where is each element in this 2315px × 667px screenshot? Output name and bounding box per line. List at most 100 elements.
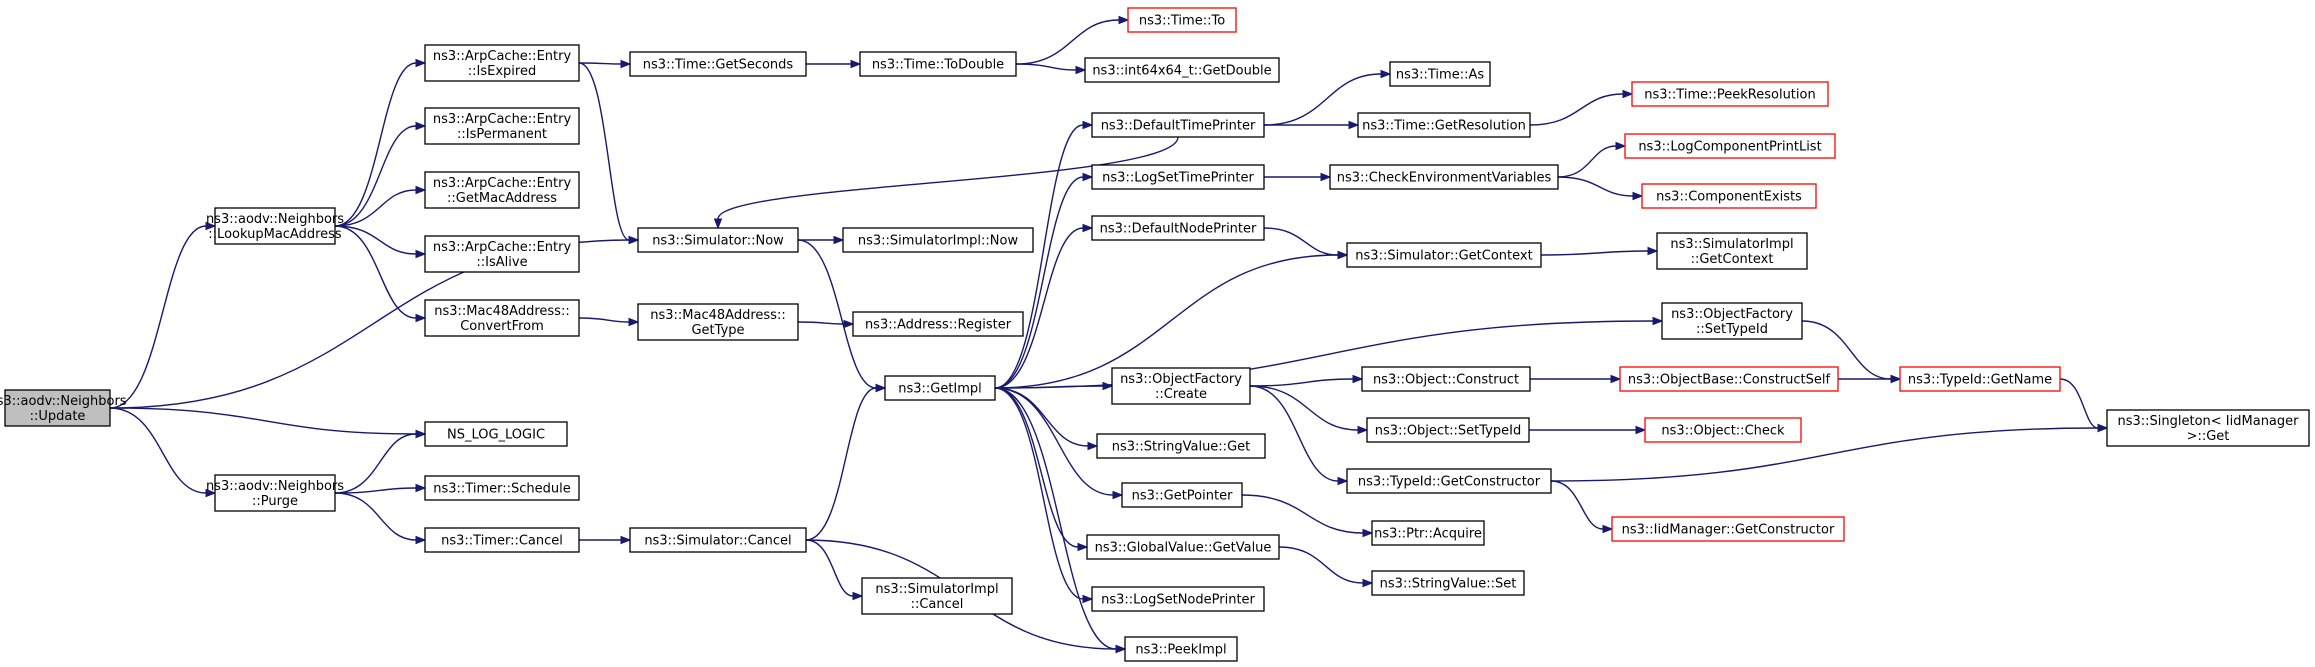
node-sim-cancel[interactable]: ns3::Simulator::Cancel	[629, 527, 807, 553]
node-timer-schedule[interactable]: ns3::Timer::Schedule	[424, 475, 580, 501]
node-mac48-gettype[interactable]: ns3::Mac48Address::GetType	[637, 303, 799, 341]
node-ns-log-logic[interactable]: NS_LOG_LOGIC	[424, 421, 568, 447]
node-label: ns3::ObjectFactory	[1671, 307, 1793, 322]
edge-default_time_printer-to-time_getresolution	[1264, 120, 1360, 130]
edges-layer	[109, 15, 2109, 654]
node-timer-cancel[interactable]: ns3::Timer::Cancel	[424, 527, 580, 553]
node-label: ns3::ArpCache::Entry	[433, 112, 572, 127]
node-object-settypeid[interactable]: ns3::Object::SetTypeId	[1366, 417, 1530, 443]
edge-check_env_vars-to-component_exists	[1557, 176, 1644, 201]
edge-purge-to-timer_cancel	[334, 492, 427, 545]
node-label: ns3::Object::SetTypeId	[1375, 424, 1521, 439]
edge-typeid_getname-to-singleton_get	[2059, 378, 2109, 433]
node-stringvalue-get[interactable]: ns3::StringValue::Get	[1096, 433, 1266, 459]
node-isexpired[interactable]: ns3::ArpCache::Entry::IsExpired	[424, 44, 580, 82]
node-label: ns3::Object::Check	[1661, 424, 1785, 439]
node-log-set-time-printer[interactable]: ns3::LogSetTimePrinter	[1091, 164, 1265, 190]
node-label: >::Get	[2187, 429, 2230, 444]
node-singleton-get[interactable]: ns3::Singleton< IidManager >::Get	[2106, 409, 2310, 447]
node-label: ns3::ArpCache::Entry	[433, 176, 572, 191]
node-log-set-node-printer[interactable]: ns3::LogSetNodePrinter	[1091, 586, 1265, 612]
edge-getimpl-to-log_set_node_printer	[994, 387, 1094, 604]
edge-sim_now-to-simimpl_now	[798, 235, 845, 245]
node-label: ns3::Time::To	[1139, 14, 1225, 29]
node-stringvalue-set[interactable]: ns3::StringValue::Set	[1371, 570, 1525, 596]
node-label: ns3::ComponentExists	[1656, 190, 1802, 205]
edge-sim_getcontext-to-simimpl_getcontext	[1540, 246, 1659, 256]
node-component-exists[interactable]: ns3::ComponentExists	[1641, 183, 1817, 209]
edge-lookup-to-convertfrom	[334, 225, 427, 323]
node-ptr-acquire[interactable]: ns3::Ptr::Acquire	[1371, 520, 1485, 546]
node-objectbase-constructself[interactable]: ns3::ObjectBase::ConstructSelf	[1619, 366, 1839, 392]
node-label: ns3::Address::Register	[865, 318, 1012, 333]
node-convertfrom[interactable]: ns3::Mac48Address::ConvertFrom	[424, 299, 580, 337]
node-check-env-vars[interactable]: ns3::CheckEnvironmentVariables	[1329, 164, 1559, 190]
node-getmacaddress[interactable]: ns3::ArpCache::Entry::GetMacAddress	[424, 171, 580, 209]
node-lookup[interactable]: ns3::aodv::Neighbors::LookupMacAddress	[206, 207, 344, 245]
node-objfactory-settypeid[interactable]: ns3::ObjectFactory::SetTypeId	[1661, 302, 1803, 340]
node-time-as[interactable]: ns3::Time::As	[1389, 61, 1491, 87]
node-label: ns3::StringValue::Get	[1112, 440, 1250, 455]
edge-time_getresolution-to-time_peekresolution	[1529, 89, 1634, 126]
edge-timer_cancel-to-sim_cancel	[579, 535, 632, 545]
node-object-construct[interactable]: ns3::Object::Construct	[1361, 366, 1531, 392]
node-label: ::IsExpired	[468, 64, 536, 79]
node-todouble[interactable]: ns3::Time::ToDouble	[859, 51, 1017, 77]
edge-getpointer-to-ptr_acquire	[1241, 494, 1374, 538]
node-default-time-printer[interactable]: ns3::DefaultTimePrinter	[1091, 112, 1265, 138]
node-sim-getcontext[interactable]: ns3::Simulator::GetContext	[1346, 242, 1542, 268]
edge-mac48_gettype-to-addr_register	[797, 319, 855, 329]
node-label: ns3::aodv::Neighbors	[206, 479, 344, 494]
node-label: ns3::Simulator::GetContext	[1355, 249, 1532, 264]
node-simimpl-now[interactable]: ns3::SimulatorImpl::Now	[842, 227, 1034, 253]
node-time-getresolution[interactable]: ns3::Time::GetResolution	[1357, 112, 1531, 138]
node-update[interactable]: ns3::aodv::Neighbors::Update	[0, 389, 127, 427]
node-label: ns3::Time::ToDouble	[872, 58, 1004, 73]
node-label: ns3::Time::PeekResolution	[1644, 88, 1815, 103]
node-peekimpl[interactable]: ns3::PeekImpl	[1124, 636, 1238, 662]
node-simimpl-cancel[interactable]: ns3::SimulatorImpl::Cancel	[861, 577, 1013, 615]
node-label: ns3::ObjectFactory	[1120, 372, 1242, 387]
node-label: ns3::Timer::Cancel	[441, 534, 563, 549]
node-label: ::GetContext	[1691, 252, 1774, 267]
node-getpointer[interactable]: ns3::GetPointer	[1121, 482, 1243, 508]
node-label: ns3::Object::Construct	[1373, 373, 1519, 388]
node-purge[interactable]: ns3::aodv::Neighbors::Purge	[206, 474, 344, 512]
node-label: ::IsAlive	[476, 255, 527, 270]
node-label: ::SetTypeId	[1696, 322, 1768, 337]
edge-getimpl-to-getpointer	[994, 387, 1124, 500]
edge-update-to-ns_log_logic	[109, 407, 427, 439]
node-label: GetType	[691, 323, 744, 338]
edge-lookup-to-ispermanent	[334, 121, 427, 227]
edge-getimpl-to-log_set_time_printer	[994, 172, 1094, 389]
node-int64-getdouble[interactable]: ns3::int64x64_t::GetDouble	[1084, 57, 1280, 83]
node-typeid-getname[interactable]: ns3::TypeId::GetName	[1899, 366, 2061, 392]
node-iidmanager-getconstructor[interactable]: ns3::IidManager::GetConstructor	[1611, 516, 1845, 542]
node-time-peekresolution[interactable]: ns3::Time::PeekResolution	[1631, 81, 1829, 107]
node-ispermanent[interactable]: ns3::ArpCache::Entry::IsPermanent	[424, 107, 580, 145]
edge-getseconds-to-todouble	[805, 59, 862, 69]
node-label: ns3::SimulatorImpl	[875, 582, 998, 597]
edge-getimpl-to-default_time_printer	[994, 120, 1094, 389]
edge-check_env_vars-to-logcomponent_printlist	[1557, 141, 1627, 178]
node-globalvalue-getvalue[interactable]: ns3::GlobalValue::GetValue	[1086, 534, 1280, 560]
node-label: ::Purge	[252, 494, 298, 509]
node-getseconds[interactable]: ns3::Time::GetSeconds	[629, 51, 807, 77]
node-simimpl-getcontext[interactable]: ns3::SimulatorImpl::GetContext	[1656, 232, 1808, 270]
edge-lookup-to-isexpired	[334, 58, 427, 227]
node-isalive[interactable]: ns3::ArpCache::Entry::IsAlive	[424, 235, 580, 273]
node-label: ::Create	[1155, 387, 1207, 402]
node-objfactory-create[interactable]: ns3::ObjectFactory::Create	[1111, 367, 1251, 405]
node-typeid-getconstructor[interactable]: ns3::TypeId::GetConstructor	[1346, 468, 1552, 494]
node-label: ns3::aodv::Neighbors	[206, 212, 344, 227]
node-getimpl[interactable]: ns3::GetImpl	[884, 375, 996, 401]
node-label: ns3::CheckEnvironmentVariables	[1337, 171, 1552, 186]
node-object-check[interactable]: ns3::Object::Check	[1644, 417, 1802, 443]
node-time-to[interactable]: ns3::Time::To	[1127, 7, 1237, 33]
node-label: ns3::SimulatorImpl::Now	[858, 234, 1019, 249]
node-logcomponent-printlist[interactable]: ns3::LogComponentPrintList	[1624, 133, 1836, 159]
node-sim-now[interactable]: ns3::Simulator::Now	[637, 227, 799, 253]
node-label: ns3::IidManager::GetConstructor	[1622, 523, 1835, 538]
node-addr-register[interactable]: ns3::Address::Register	[852, 311, 1024, 337]
node-default-node-printer[interactable]: ns3::DefaultNodePrinter	[1091, 215, 1265, 241]
